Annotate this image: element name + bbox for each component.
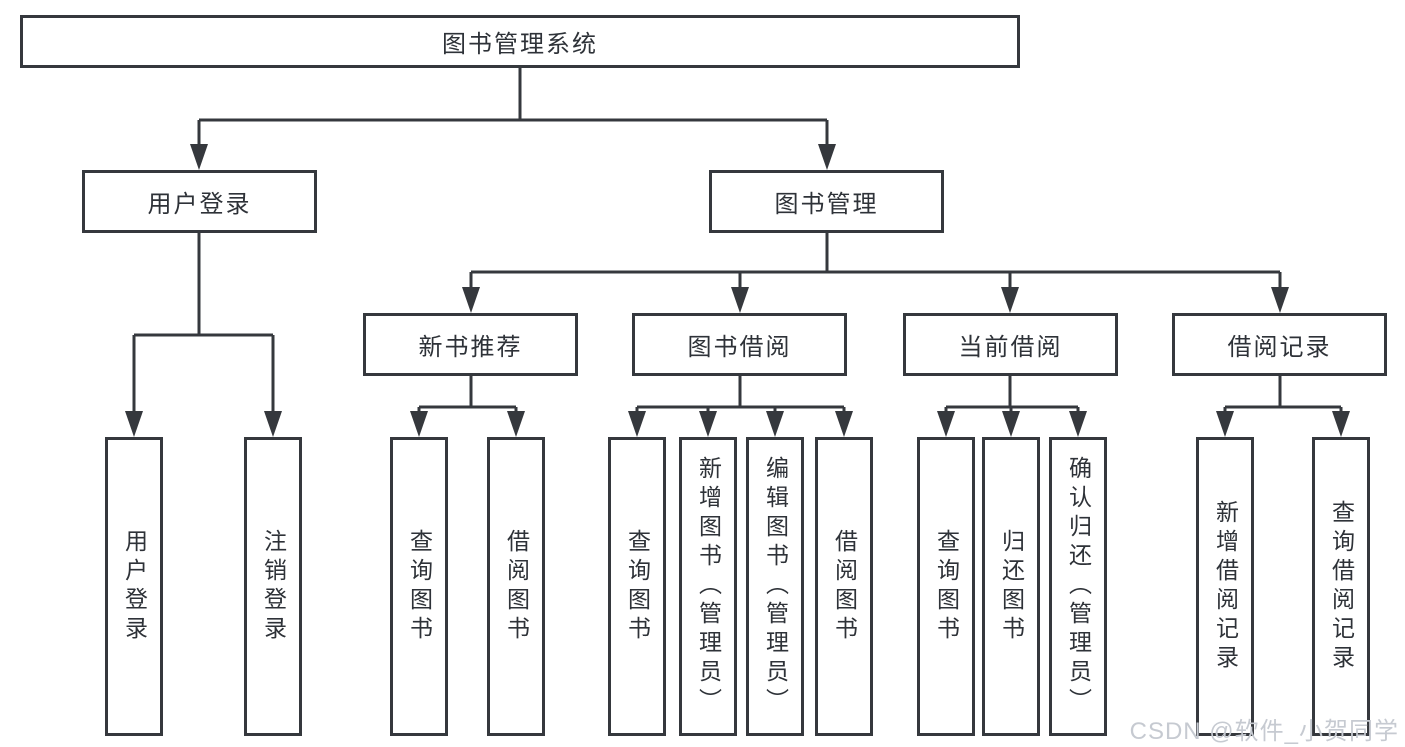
node-library-system: 图书管理系统 <box>20 15 1020 68</box>
leaf-add-borrow-record-label: 新增借阅记录 <box>1212 499 1239 674</box>
leaf-borrow-books-borrow-label: 借阅图书 <box>831 528 858 645</box>
node-user-login-label: 用户登录 <box>147 191 252 218</box>
leaf-user-login: 用户登录 <box>105 437 163 736</box>
leaf-logout: 注销登录 <box>244 437 302 736</box>
leaf-add-borrow-record: 新增借阅记录 <box>1196 437 1254 736</box>
leaf-borrow-books-recommend: 借阅图书 <box>487 437 545 736</box>
node-new-book-recommendation: 新书推荐 <box>363 313 578 376</box>
node-new-book-recommendation-label: 新书推荐 <box>418 334 523 361</box>
leaf-query-books-current: 查询图书 <box>917 437 975 736</box>
leaf-query-books-current-label: 查询图书 <box>933 528 960 645</box>
node-book-borrowing-label: 图书借阅 <box>687 334 792 361</box>
node-current-borrowing-label: 当前借阅 <box>958 334 1063 361</box>
node-current-borrowing: 当前借阅 <box>903 313 1118 376</box>
leaf-return-books-label: 归还图书 <box>998 528 1025 645</box>
leaf-query-borrow-record: 查询借阅记录 <box>1312 437 1370 736</box>
node-borrowing-records: 借阅记录 <box>1172 313 1387 376</box>
leaf-borrow-books-recommend-label: 借阅图书 <box>503 528 530 645</box>
leaf-add-books-admin-label: 新增图书（管理员） <box>695 456 722 717</box>
leaf-user-login-label: 用户登录 <box>121 528 148 645</box>
csdn-watermark: CSDN @软件_小贺同学 <box>1129 718 1399 745</box>
leaf-confirm-return-admin: 确认归还（管理员） <box>1049 437 1107 736</box>
leaf-logout-label: 注销登录 <box>260 528 287 645</box>
leaf-add-books-admin: 新增图书（管理员） <box>679 437 737 736</box>
node-library-system-label: 图书管理系统 <box>442 31 598 58</box>
node-book-management: 图书管理 <box>709 170 944 233</box>
leaf-confirm-return-admin-label: 确认归还（管理员） <box>1065 456 1092 717</box>
leaf-edit-books-admin-label: 编辑图书（管理员） <box>762 456 789 717</box>
leaf-query-books-borrow-label: 查询图书 <box>624 528 651 645</box>
leaf-borrow-books-borrow: 借阅图书 <box>815 437 873 736</box>
leaf-return-books: 归还图书 <box>982 437 1040 736</box>
leaf-query-books-borrow: 查询图书 <box>608 437 666 736</box>
node-book-management-label: 图书管理 <box>774 191 879 218</box>
leaf-query-books-recommend-label: 查询图书 <box>406 528 433 645</box>
node-book-borrowing: 图书借阅 <box>632 313 847 376</box>
leaf-query-borrow-record-label: 查询借阅记录 <box>1328 499 1355 674</box>
node-borrowing-records-label: 借阅记录 <box>1227 334 1332 361</box>
leaf-edit-books-admin: 编辑图书（管理员） <box>746 437 804 736</box>
leaf-query-books-recommend: 查询图书 <box>390 437 448 736</box>
node-user-login: 用户登录 <box>82 170 317 233</box>
